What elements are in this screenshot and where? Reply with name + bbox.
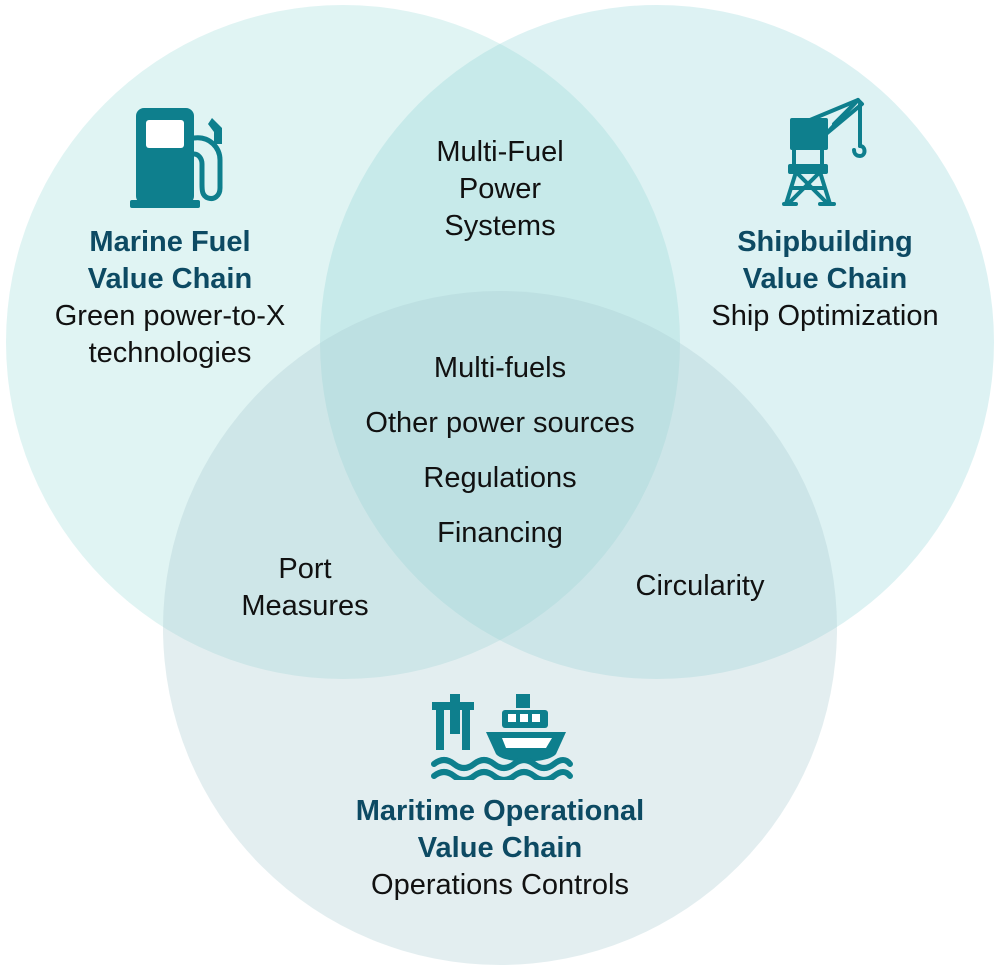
maritime-operational-title-line1: Maritime Operational (355, 795, 645, 827)
marine-fuel-title-line1: Marine Fuel (89, 226, 251, 258)
maritime-operational-title-line2: Value Chain (417, 832, 583, 864)
marine-fuel-label: Marine Fuel Value Chain Green power-to-X… (10, 224, 330, 372)
overlap-center-line3: Regulations (423, 462, 577, 494)
overlap-top-line2: Power (458, 173, 542, 205)
maritime-operational-label: Maritime Operational Value Chain Operati… (300, 793, 700, 904)
overlap-right-label: Circularity (600, 568, 800, 605)
marine-fuel-text-line1: Green power-to-X (54, 300, 286, 332)
shipbuilding-title-line1: Shipbuilding (737, 226, 913, 258)
overlap-center-line2: Other power sources (365, 407, 635, 439)
shipbuilding-title-line2: Value Chain (742, 263, 908, 295)
port-ship-icon (431, 694, 573, 780)
crane-icon (782, 98, 867, 206)
overlap-left-line2: Measures (241, 590, 369, 622)
circle-maritime-operational (163, 291, 837, 965)
maritime-operational-text-line1: Operations Controls (371, 869, 629, 901)
shipbuilding-text-line1: Ship Optimization (711, 300, 939, 332)
overlap-center-line4: Financing (437, 517, 563, 549)
overlap-center-line1: Multi-fuels (433, 352, 567, 384)
overlap-left-line1: Port (278, 553, 332, 585)
overlap-right-line1: Circularity (635, 570, 765, 602)
shipbuilding-label: Shipbuilding Value Chain Ship Optimizati… (680, 224, 970, 335)
fuel-pump-icon (130, 108, 223, 208)
marine-fuel-text-line2: technologies (88, 337, 252, 369)
marine-fuel-title-line2: Value Chain (87, 263, 253, 295)
overlap-top-line3: Systems (444, 210, 556, 242)
overlap-center-label: Multi-fuels Other power sources Regulati… (320, 341, 680, 561)
overlap-top-line1: Multi-Fuel (436, 136, 564, 168)
overlap-top-label: Multi-Fuel Power Systems (400, 134, 600, 245)
overlap-left-label: Port Measures (215, 551, 395, 625)
